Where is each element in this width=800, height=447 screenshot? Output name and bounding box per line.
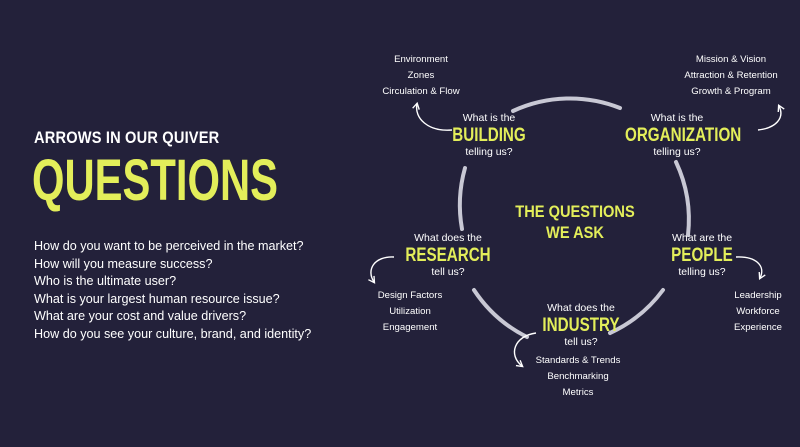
list-item: Standards & Trends [535, 355, 621, 366]
node-keyword: RESEARCH [405, 245, 491, 266]
ring-arc-left [457, 166, 467, 231]
node-prompt: telling us? [653, 146, 701, 158]
node-prompt: What does the [414, 232, 482, 244]
ring [457, 96, 691, 339]
list-item: Benchmarking [547, 371, 609, 382]
list-item: Design Factors [377, 290, 443, 301]
list-item: Environment [394, 54, 448, 65]
question-item: How do you want to be perceived in the m… [34, 239, 304, 253]
node-keyword: BUILDING [452, 125, 526, 146]
node-research: What does the RESEARCH tell us? [388, 232, 508, 279]
list-item: Leadership [734, 290, 782, 301]
list-item: Utilization [389, 306, 431, 317]
list-item: Engagement [382, 322, 438, 333]
node-prompt: What are the [671, 232, 733, 244]
node-organization-items: Mission & Vision Attraction & Retention … [668, 52, 794, 100]
question-item: Who is the ultimate user? [34, 274, 177, 289]
question-item: What is your largest human resource issu… [34, 291, 280, 306]
list-item: Mission & Vision [695, 54, 767, 65]
node-industry: What does the INDUSTRY tell us? [521, 302, 641, 349]
question-list: How do you want to be perceived in the m… [34, 238, 311, 344]
node-prompt: What does the [547, 302, 615, 314]
list-item: Metrics [562, 387, 594, 398]
center-title-line: WE ASK [546, 223, 604, 242]
node-people: What are the PEOPLE telling us? [643, 232, 761, 279]
ring-arc-bottom-right [608, 288, 665, 335]
question-item: What are your cost and value drivers? [34, 309, 247, 324]
node-prompt: telling us? [465, 146, 513, 158]
arrow-industry-icon [513, 332, 537, 368]
page-title: QUESTIONS [32, 148, 278, 213]
question-item: How do you see your culture, brand, and … [34, 326, 312, 341]
list-item: Zones [407, 70, 435, 81]
node-keyword: PEOPLE [671, 245, 733, 266]
node-prompt: What is the [650, 112, 704, 124]
node-prompt: telling us? [678, 266, 726, 278]
section-eyebrow: ARROWS IN OUR QUIVER [34, 128, 220, 147]
list-item: Growth & Program [691, 86, 771, 97]
node-people-items: Leadership Workforce Experience [710, 288, 800, 336]
list-item: Workforce [736, 306, 780, 317]
node-prompt: tell us? [431, 266, 465, 278]
node-organization: What is the ORGANIZATION telling us? [612, 112, 742, 159]
arrow-organization-icon [757, 104, 785, 131]
question-item: How will you measure success? [34, 256, 213, 271]
node-keyword: ORGANIZATION [625, 125, 742, 146]
node-research-items: Design Factors Utilization Engagement [350, 288, 470, 336]
node-building-items: Environment Zones Circulation & Flow [358, 52, 484, 100]
node-industry-items: Standards & Trends Benchmarking Metrics [515, 353, 641, 401]
arrow-people-icon [735, 256, 766, 280]
node-prompt: What is the [462, 112, 516, 124]
ring-arc-right [674, 160, 691, 237]
list-item: Attraction & Retention [684, 70, 778, 81]
ring-arc-top [511, 96, 622, 113]
arrow-research-icon [368, 256, 395, 284]
node-prompt: tell us? [564, 336, 598, 348]
list-item: Experience [734, 322, 782, 333]
diagram-center-title: THE QUESTIONS WE ASK [506, 201, 644, 243]
node-building: What is the BUILDING telling us? [429, 112, 549, 159]
ring-arc-bottom-left [472, 288, 529, 339]
arrow-building-icon [412, 101, 453, 131]
node-keyword: INDUSTRY [542, 315, 620, 336]
list-item: Circulation & Flow [382, 86, 460, 97]
center-title-line: THE QUESTIONS [515, 202, 635, 221]
